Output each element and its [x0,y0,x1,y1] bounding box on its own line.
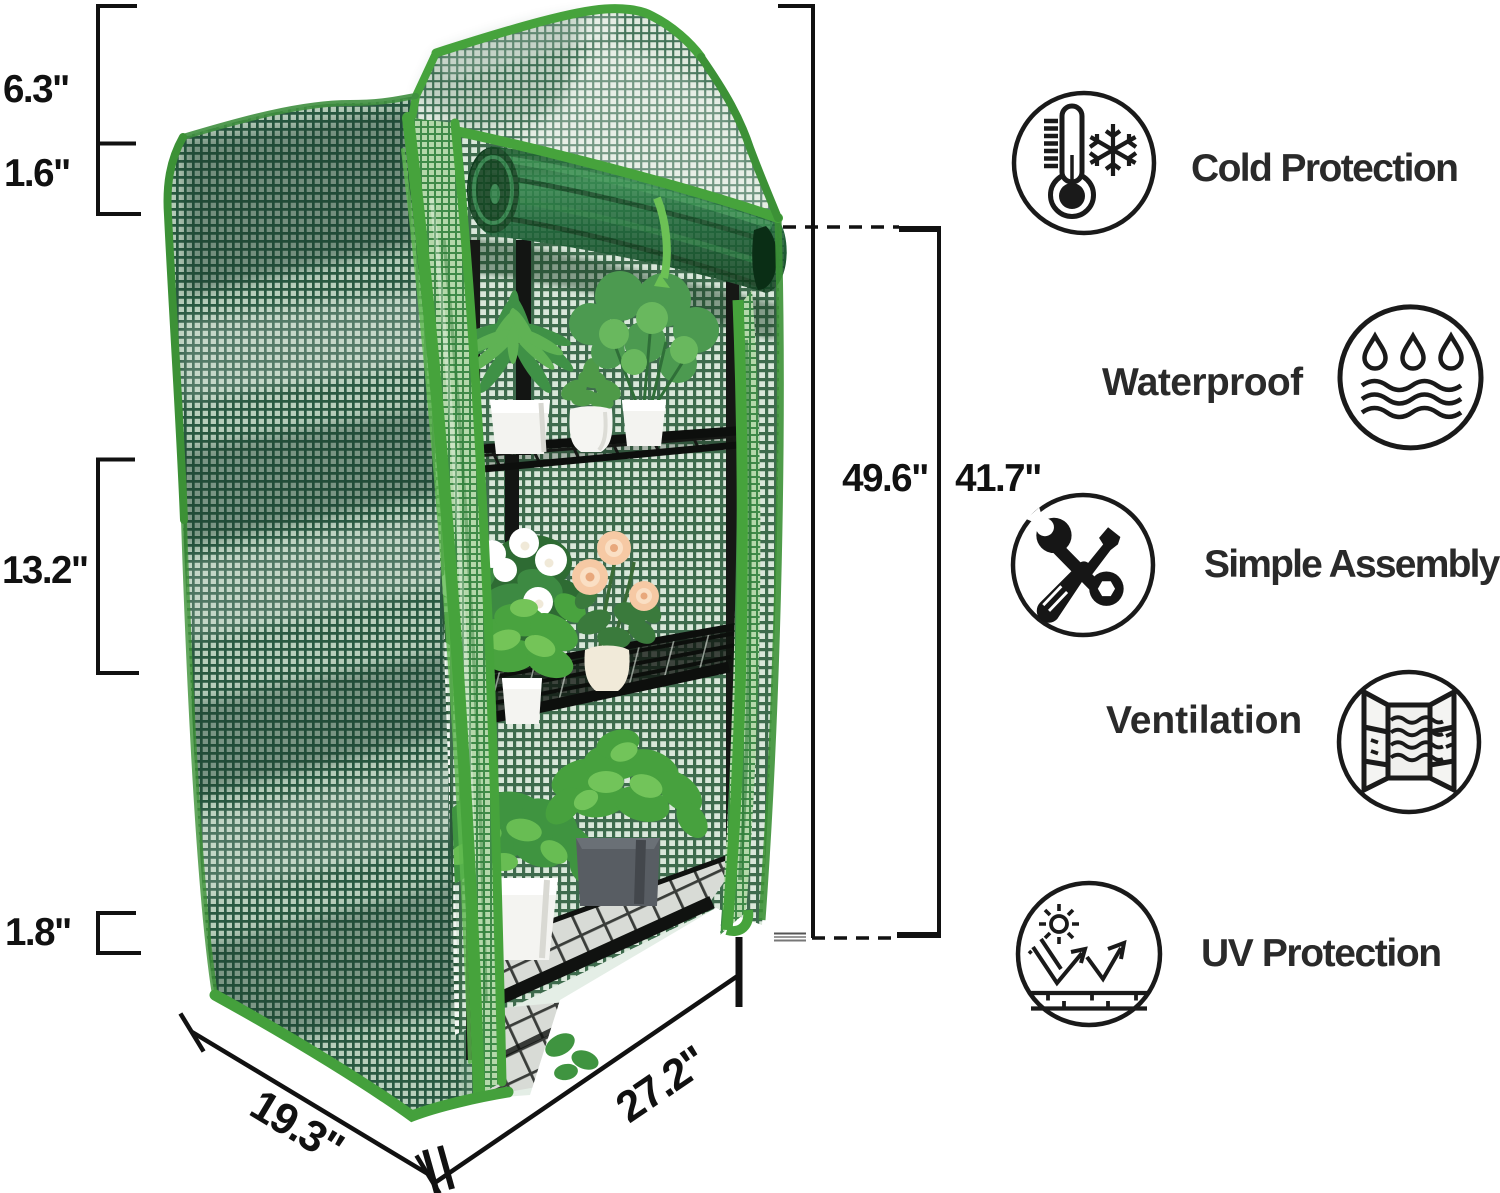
svg-text:Ventilation: Ventilation [1106,699,1302,742]
svg-text:1.8": 1.8" [5,911,71,954]
svg-text:13.2": 13.2" [2,549,88,592]
svg-text:Simple Assembly: Simple Assembly [1204,543,1500,586]
svg-text:1.6": 1.6" [4,152,70,195]
svg-text:UV Protection: UV Protection [1201,932,1441,975]
svg-text:49.6": 49.6" [842,457,928,500]
svg-text:Cold Protection: Cold Protection [1191,147,1457,190]
svg-text:41.7": 41.7" [955,457,1041,500]
svg-text:6.3": 6.3" [3,68,69,111]
svg-text:Waterproof: Waterproof [1102,361,1304,404]
